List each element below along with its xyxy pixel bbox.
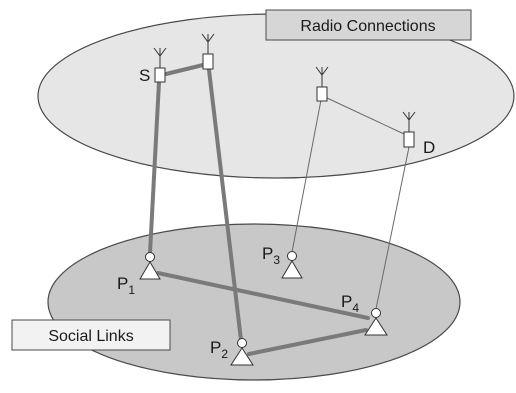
link-s-p1 — [148, 80, 161, 255]
radio-device-s — [153, 47, 167, 83]
person-p1 — [139, 252, 161, 280]
link-p1-p4 — [156, 271, 370, 320]
radio-device-2 — [201, 33, 215, 70]
link-p2-p4 — [247, 328, 368, 356]
person-p3 — [281, 251, 303, 279]
person-label-p1: P1 — [117, 274, 135, 297]
person-p4 — [364, 308, 388, 336]
social-links-plane — [47, 223, 461, 381]
node-label-s: S — [139, 66, 150, 85]
radio-device-d — [402, 111, 416, 148]
person-label-p3: P3 — [262, 244, 280, 267]
social-links-text: Social Links — [48, 328, 133, 345]
social-links-label: Social Links — [11, 319, 171, 351]
link-s-r2 — [164, 63, 205, 76]
person-label-p4: P4 — [341, 292, 359, 315]
link-r2-p2 — [207, 68, 243, 342]
link-r3-d — [326, 97, 405, 135]
thick-links — [148, 63, 370, 356]
thin-links — [291, 97, 410, 310]
person-label-p2: P2 — [210, 338, 228, 361]
link-r3-p3 — [291, 99, 322, 253]
radio-device-3 — [315, 66, 329, 102]
link-d-p4 — [375, 146, 410, 310]
radio-connections-text: Radio Connections — [300, 18, 435, 35]
node-label-d: D — [423, 138, 435, 157]
person-p2 — [230, 338, 254, 366]
radio-connections-label: Radio Connections — [265, 9, 472, 41]
